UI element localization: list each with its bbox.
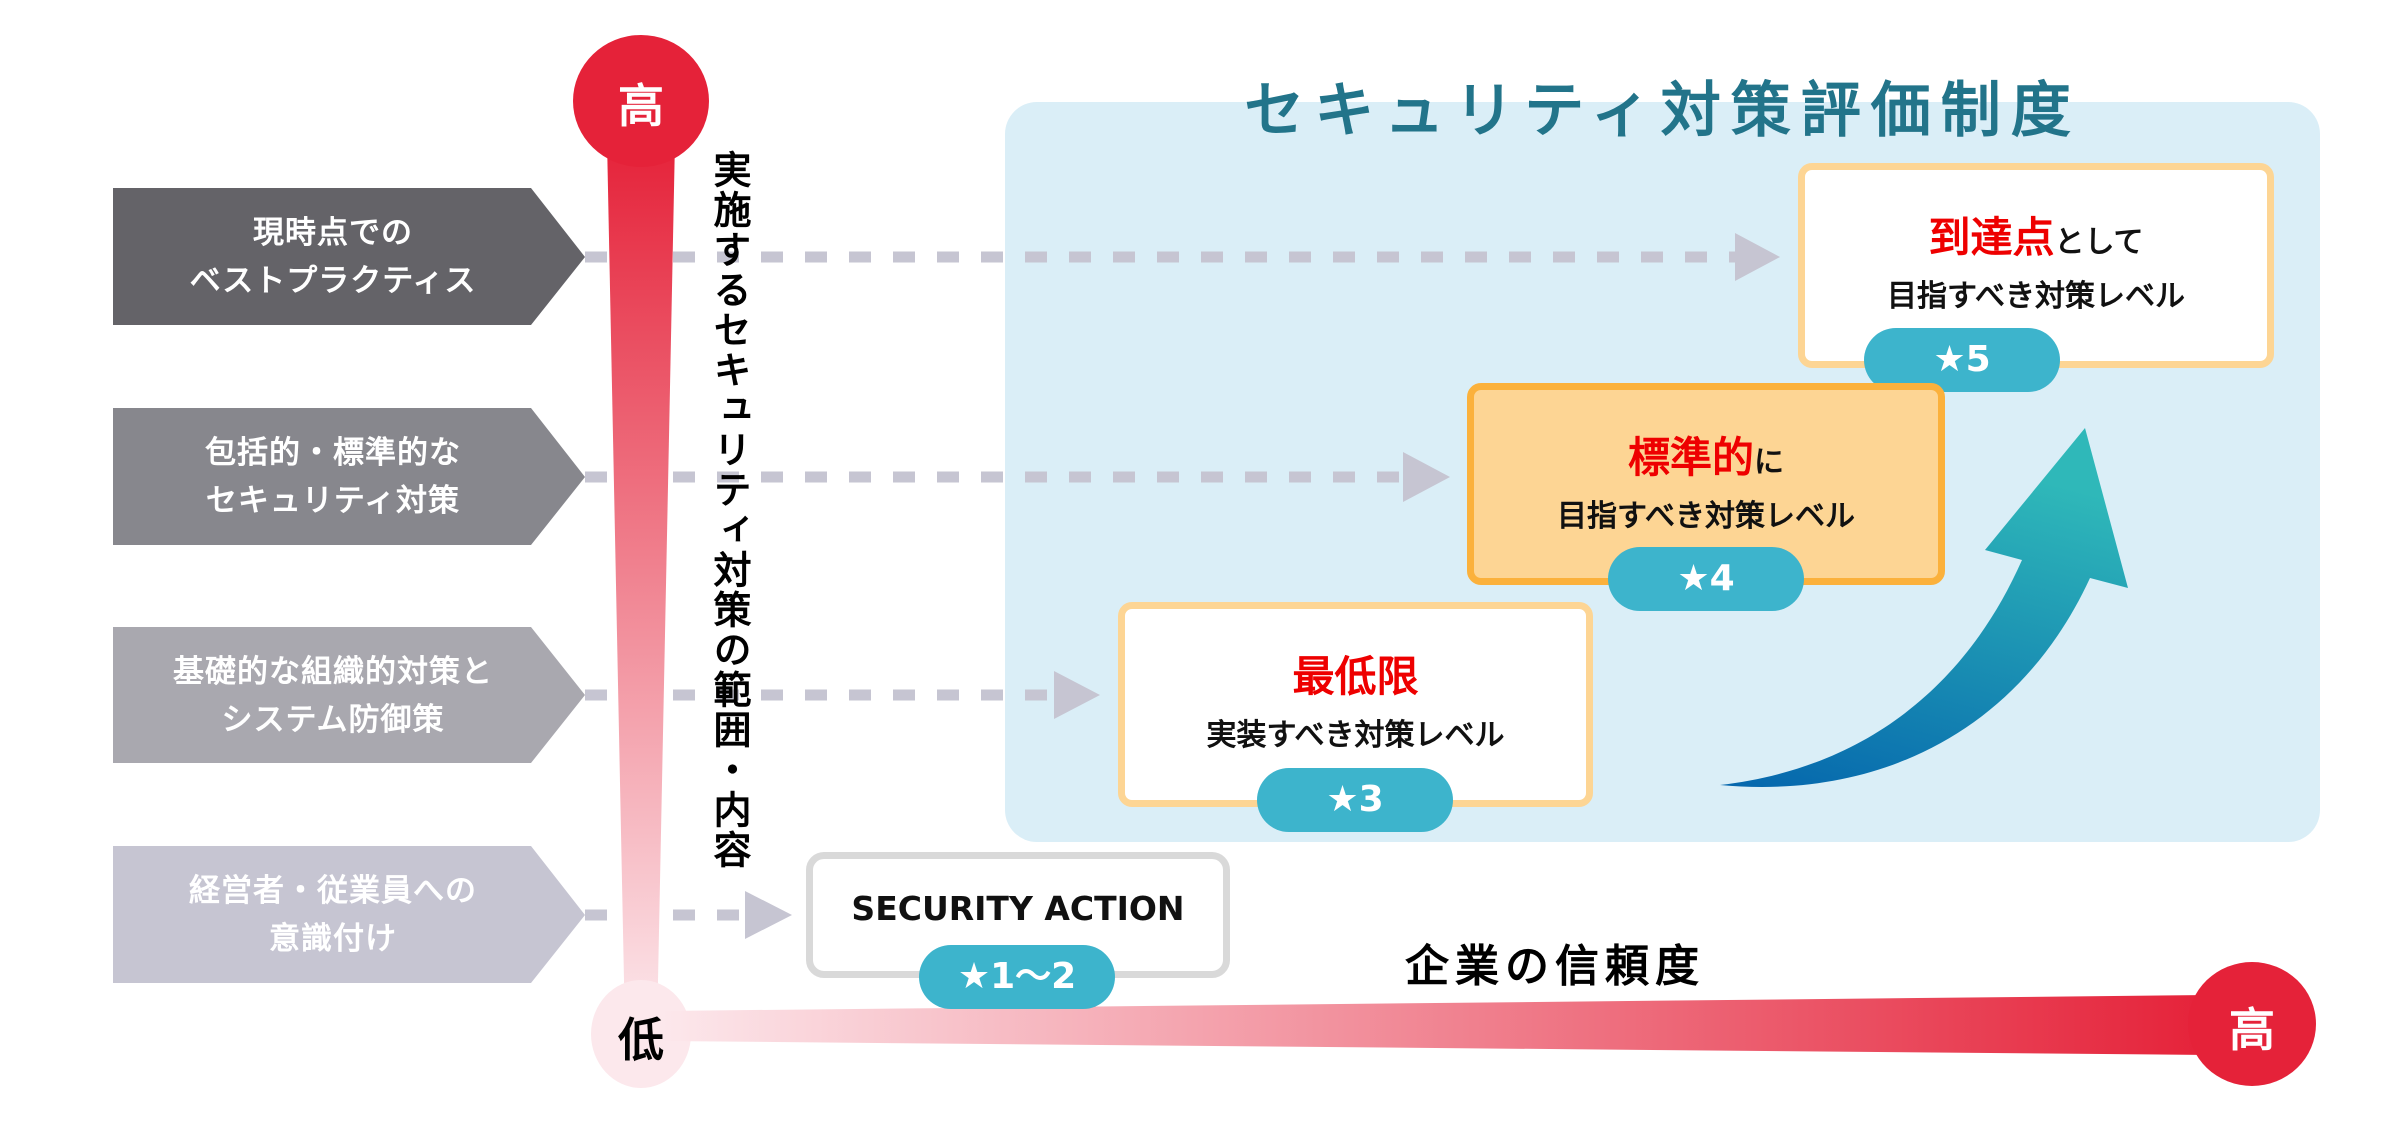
level-4-heading: 標準的に [1628,430,1784,495]
scope-item-line1: 包括的・標準的な [205,434,461,471]
connector-arrowhead-1 [1735,233,1780,281]
growth-arrow [1720,428,2128,787]
level-3-heading: 最低限 [1292,649,1418,714]
security-action-title: SECURITY ACTION [851,889,1185,928]
scope-item-comprehensive: 包括的・標準的な セキュリティ対策 [113,408,553,545]
scope-item-line2: 意識付け [269,920,397,957]
scope-chevron-3 [113,627,585,763]
horizontal-axis-label: 企業の信頼度 [1405,941,1705,992]
security-action-star-badge: ★1〜2 [919,945,1115,1009]
scope-chevron-4 [113,846,585,983]
scope-item-line1: 現時点での [253,214,413,251]
level-description: 実装すべき対策レベル [1206,718,1505,753]
scope-item-line1: 経営者・従業員への [189,872,477,909]
vertical-axis-high-label: 高 [618,79,664,133]
scope-item-line2: ベストプラクティス [189,262,477,299]
scope-item-line2: セキュリティ対策 [205,482,461,519]
scope-item-awareness: 経営者・従業員への 意識付け [113,846,553,983]
level-4-star-badge: ★4 [1608,547,1804,611]
vertical-axis-low-label: 低 [618,1013,664,1067]
level-suffix: に [1754,445,1784,480]
scope-item-basic: 基礎的な組織的対策と システム防御策 [113,627,553,764]
level-description: 目指すべき対策レベル [1557,499,1855,534]
vertical-axis-low-circle [591,980,691,1088]
scope-item-line2: システム防御策 [221,701,445,738]
connector-arrowhead-2 [1403,452,1450,502]
horizontal-axis-high-circle [2188,962,2316,1086]
vertical-axis-high-circle [573,35,709,167]
vertical-axis-label: 実施するセキュリティ対策の範囲・内容 [707,150,751,870]
scope-chevron-1 [113,188,585,325]
level-3-star-badge: ★3 [1257,768,1453,832]
level-highlight: 最低限 [1292,652,1419,701]
connector-arrowhead-4 [745,891,792,939]
level-5-heading: 到達点として [1928,210,2143,275]
scope-item-line1: 基礎的な組織的対策と [173,653,493,690]
level-suffix: として [2054,225,2144,260]
level-5-star-badge: ★5 [1864,328,2060,392]
level-highlight: 標準的 [1627,433,1754,482]
panel-title: セキュリティ対策評価制度 [1244,76,2081,146]
horizontal-axis-high-label: 高 [2229,1003,2275,1057]
horizontal-axis-bar [660,995,2210,1055]
scope-chevron-2 [113,408,585,545]
level-highlight: 到達点 [1928,213,2055,262]
scope-item-best-practice: 現時点での ベストプラクティス [113,188,553,325]
level-description: 目指すべき対策レベル [1887,279,2185,314]
vertical-axis-bar [607,140,675,1030]
connector-arrowhead-3 [1054,671,1100,719]
